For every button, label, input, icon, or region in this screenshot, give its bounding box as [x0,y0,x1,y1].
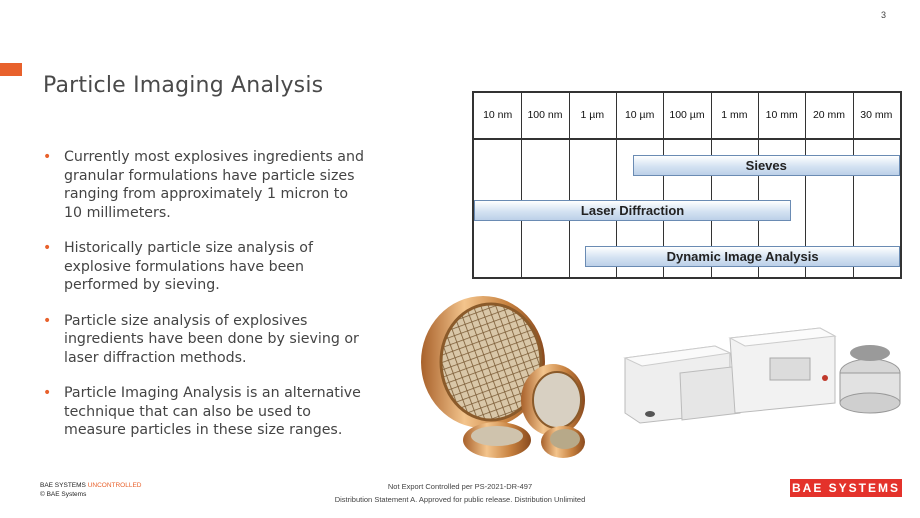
method-range-band: Sieves [632,155,900,176]
bullet-icon: • [43,149,52,165]
bullet-text: Particle Imaging Analysis is an alternat… [64,385,361,438]
bullet-text: Currently most explosives ingredients an… [64,149,364,221]
bullet-item: • Particle Imaging Analysis is an alterna… [40,384,370,440]
page-number: 3 [880,10,886,20]
column-divider [521,93,523,277]
bullet-item: • Particle size analysis of explosives in… [40,312,370,368]
size-column-header: 10 nm [483,109,513,121]
column-divider [568,93,570,277]
method-range-band: Laser Diffraction [474,200,792,221]
size-column-header: 100 µm [669,109,705,121]
bullet-list: • Currently most explosives ingredients a… [40,148,370,457]
size-column-header: 1 mm [721,109,748,121]
size-table-header: 10 nm 100 nm 1 µm 10 µm 100 µm 1 mm 10 mm 20 mm… [474,93,900,140]
size-column-header: 10 mm [765,109,798,121]
bullet-item: • Currently most explosives ingredients a… [40,148,370,222]
bullet-item: • Historically particle size analysis of … [40,239,370,295]
bullet-text: Historically particle size analysis of e… [64,240,313,293]
bae-systems-logo: BAE SYSTEMS [790,479,902,497]
slide-title: Particle Imaging Analysis [43,72,324,98]
column-divider [852,93,854,277]
sieve-stack-photo [421,296,585,458]
footer-copyright: © BAE Systems [40,491,87,498]
size-column-header: 100 nm [527,109,563,121]
column-divider [663,93,665,277]
column-divider [758,93,759,277]
column-divider [616,93,617,277]
size-column-header: 20 mm [812,109,846,121]
method-range-band: Dynamic Image Analysis [585,246,900,267]
particle-analyzer-instrument-photo [623,327,901,424]
size-column-header: 10 µm [624,109,655,121]
bullet-icon: • [43,312,52,329]
bullet-icon: • [43,240,52,256]
column-divider [805,93,807,277]
size-column-header: 30 mm [860,109,893,121]
footer-distribution: Not Export Controlled per PS-2021-DR-497… [260,480,660,506]
footer-company: BAE SYSTEMS [40,482,86,489]
title-accent-bar [0,63,22,76]
footer-uncontrolled: UNCONTROLLED [87,482,142,489]
column-divider [710,93,712,277]
bullet-icon: • [43,385,52,401]
size-column-header: 1 µm [580,109,605,121]
footer-classification: BAE SYSTEMS UNCONTROLLED © BAE Systems [40,481,142,499]
footer-distribution-line: Distribution Statement A. Approved for p… [334,495,586,504]
particle-size-range-table: 10 nm 100 nm 1 µm 10 µm 100 µm 1 mm 10 mm 20 mm… [472,91,902,279]
bullet-text: Particle size analysis of explosives ing… [64,312,359,366]
footer-export-line: Not Export Controlled per PS-2021-DR-497 [387,482,533,491]
